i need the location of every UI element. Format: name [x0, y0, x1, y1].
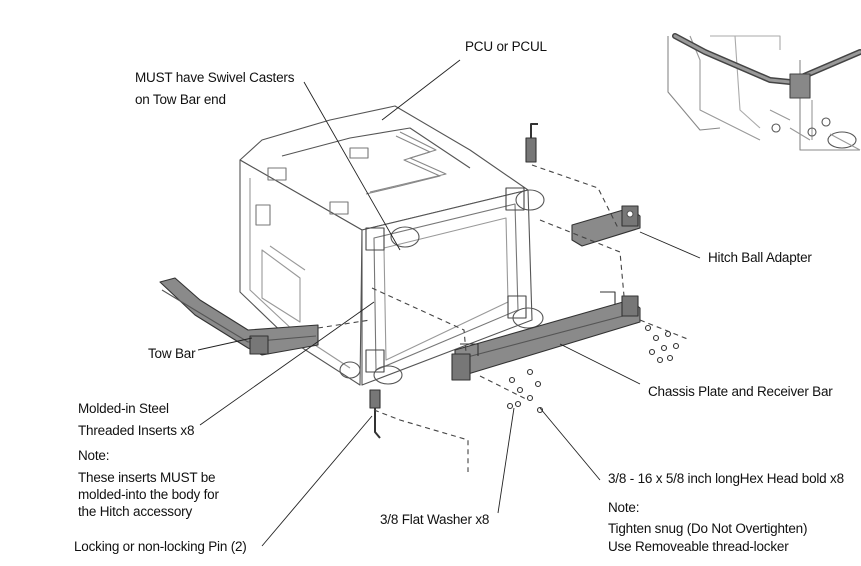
hitch-ball-label: Hitch Ball Adapter	[708, 250, 812, 265]
note1-line1: These inserts MUST be	[78, 470, 216, 485]
receiver-bar	[451, 291, 641, 381]
casters-label-line1: MUST have Swivel Casters	[135, 70, 295, 85]
hardware	[506, 324, 680, 414]
assembly-lines	[317, 164, 691, 472]
tow-bar-label: Tow Bar	[148, 346, 196, 361]
pin-label: Locking or non-locking Pin (2)	[74, 539, 247, 554]
tow-bar	[159, 277, 319, 356]
note1-line3: the Hitch accessory	[78, 504, 192, 519]
leader-lines	[197, 59, 701, 547]
note2-title: Note:	[608, 500, 640, 515]
chassis-plate-label: Chassis Plate and Receiver Bar	[648, 384, 833, 399]
pcu-case	[239, 105, 545, 386]
pcu-label: PCU or PCUL	[465, 39, 547, 54]
note1-line2: molded-into the body for	[78, 487, 219, 502]
washer-label: 3/8 Flat Washer x8	[380, 512, 490, 527]
note2-line1: Tighten snug (Do Not Overtighten)	[608, 521, 808, 536]
note2-line2: Use Removeable thread-locker	[608, 539, 789, 554]
inserts-label-line1: Molded-in Steel	[78, 401, 169, 416]
bolt-label: 3/8 - 16 x 5/8 inch longHex Head bold x8	[608, 471, 844, 486]
inserts-label-line2: Threaded Inserts x8	[78, 423, 195, 438]
pin-parts	[369, 123, 538, 439]
casters-label-line2: on Tow Bar end	[135, 92, 226, 107]
note1-title: Note:	[78, 448, 110, 463]
inset-view	[667, 33, 861, 151]
hitch-ball-adapter-part	[571, 205, 641, 247]
